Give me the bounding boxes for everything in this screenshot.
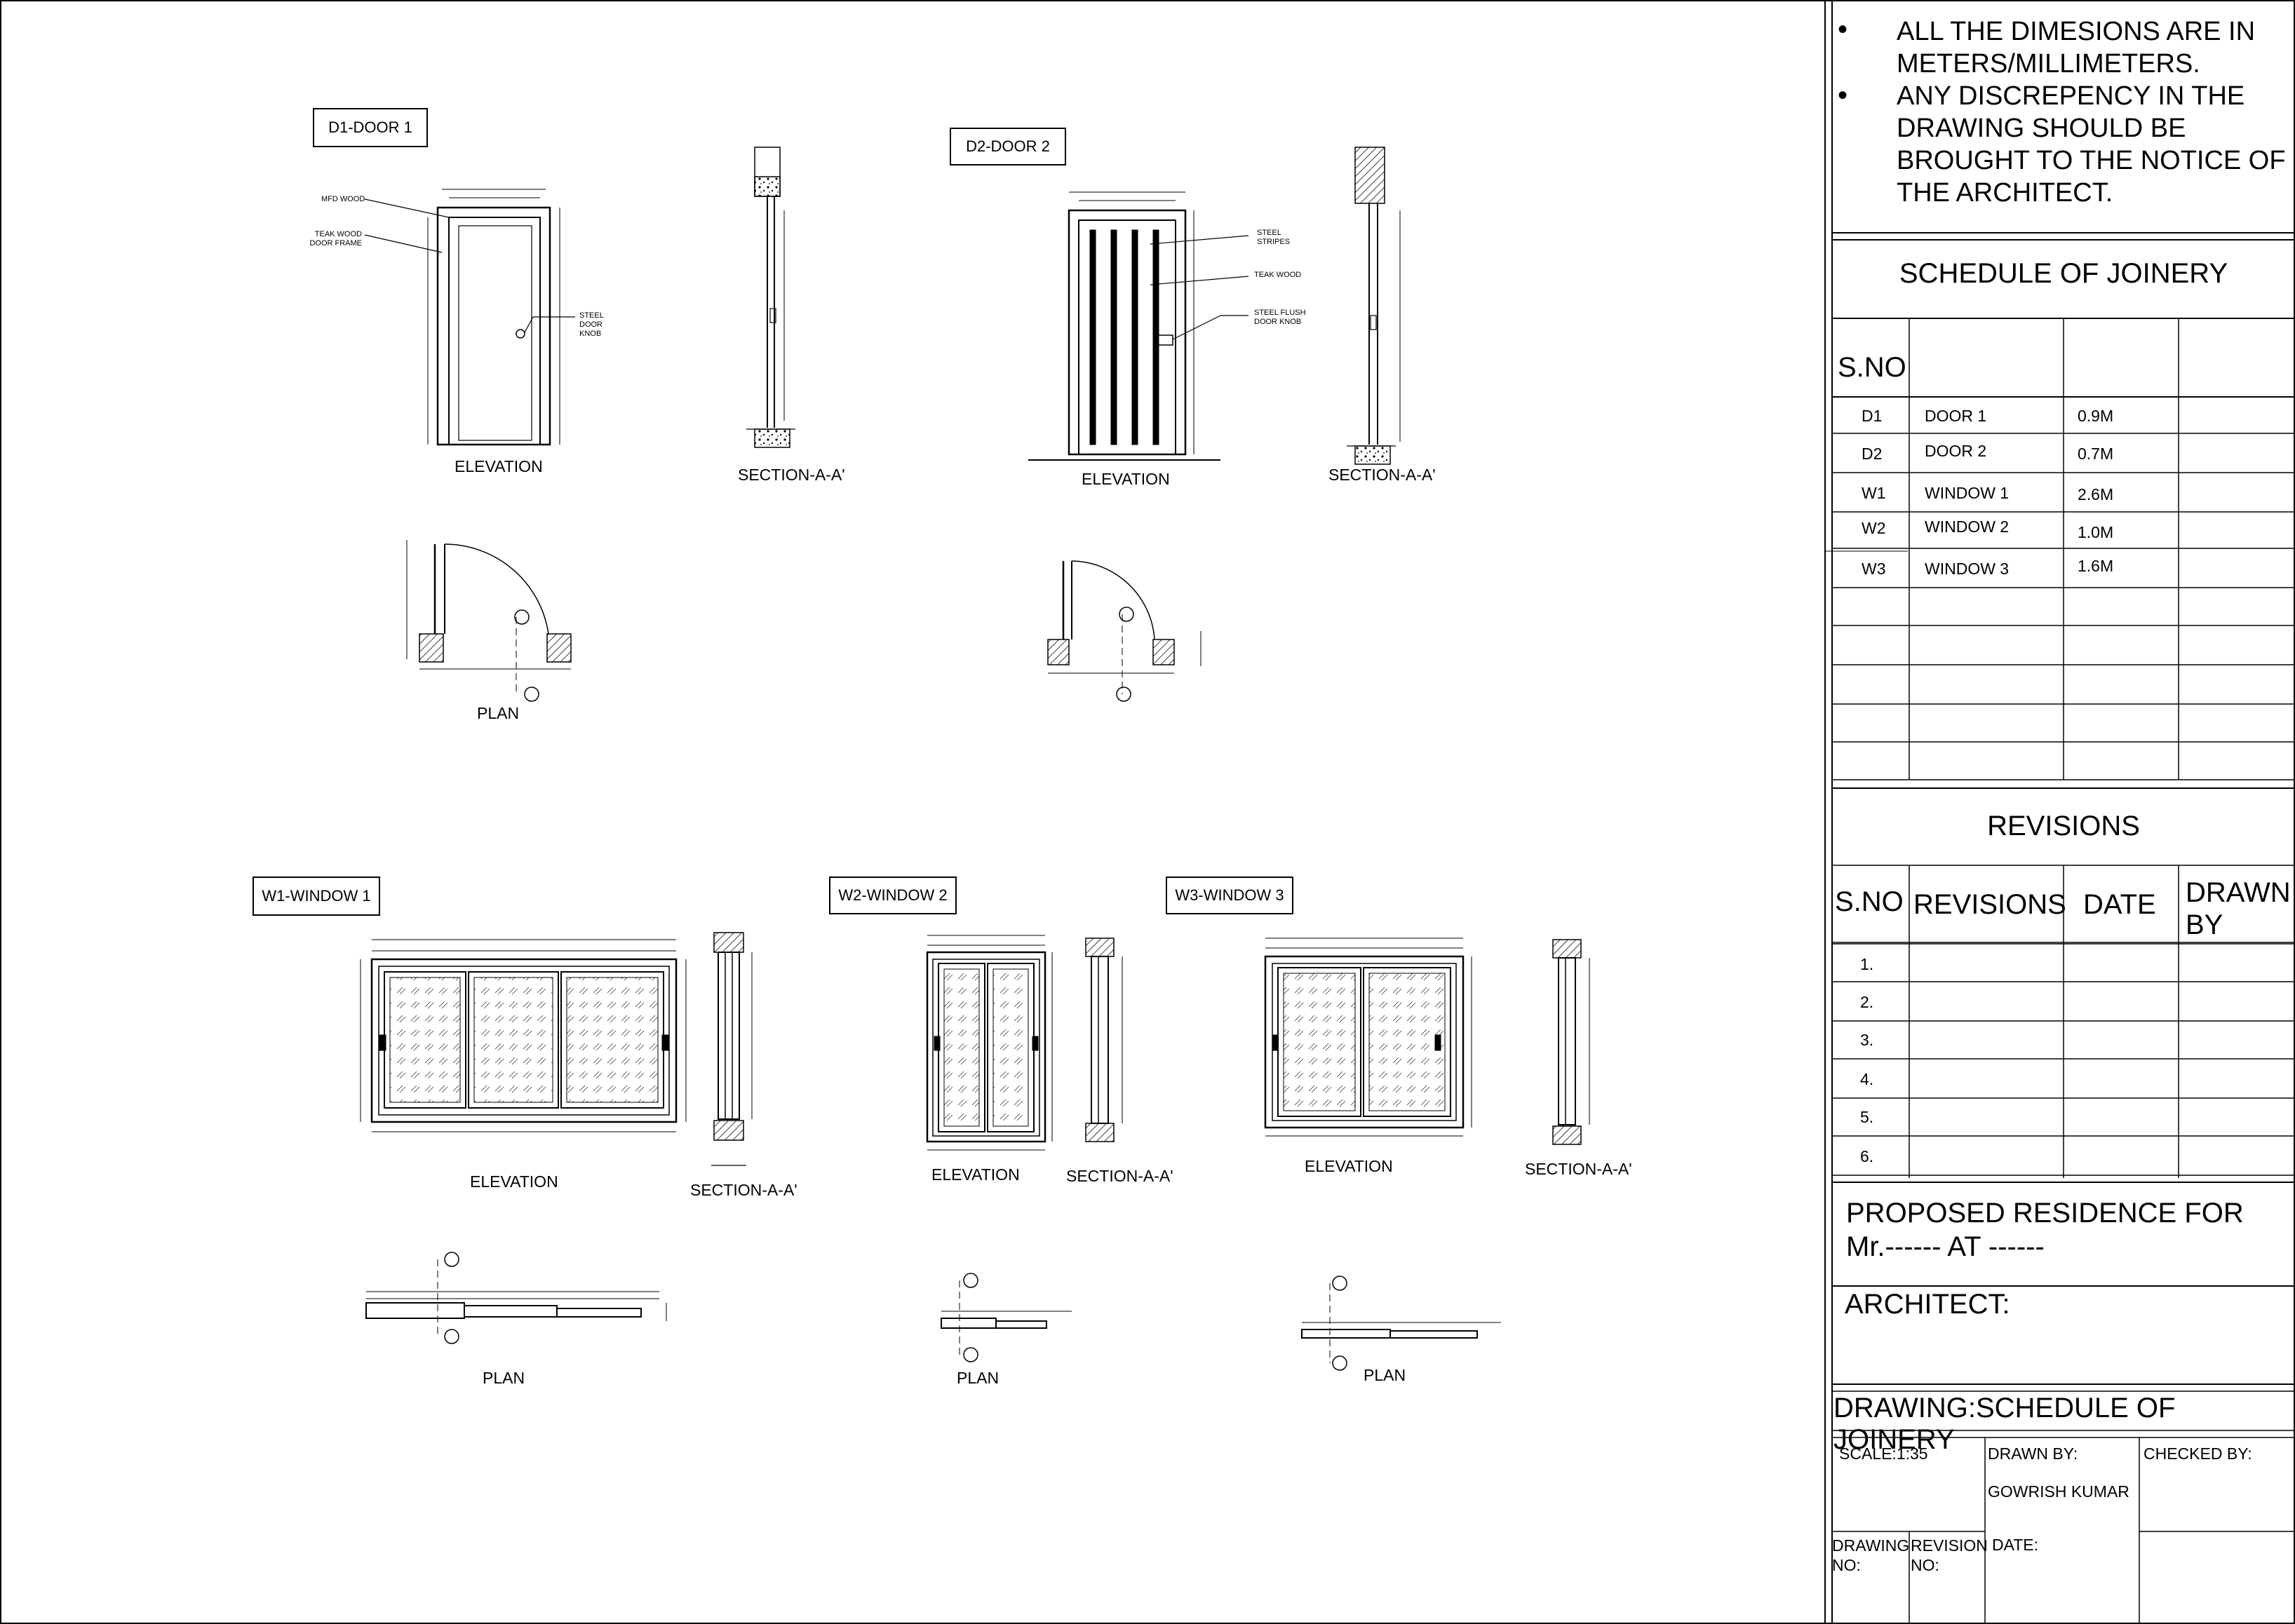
note-bullet-1: •: [1838, 14, 1848, 45]
revisions-header-drawn-by: DRAWN BY: [2186, 877, 2291, 940]
w2-section-label: SECTION-A-A': [1066, 1167, 1173, 1185]
revision-row-5: 5.: [1860, 1108, 1874, 1126]
w1-elevation-drawing: [360, 939, 687, 1132]
schedule-size-4: 1.0M: [2078, 523, 2114, 541]
d2-callout-teak: TEAK WOOD: [1254, 271, 1302, 279]
w3-elevation-label: ELEVATION: [1305, 1157, 1393, 1175]
d1-elevation-label: ELEVATION: [455, 457, 543, 475]
revisions-header-sno: S.NO: [1835, 886, 1904, 917]
d2-elevation-drawing: [1028, 191, 1249, 461]
note-2: ANY DISCREPENCY IN THE DRAWING SHOULD BE…: [1897, 81, 2286, 208]
note-bullet-2: •: [1838, 80, 1848, 111]
project-title-line2: Mr.------ AT ------: [1846, 1231, 2045, 1262]
revision-row-1: 1.: [1860, 955, 1874, 973]
schedule-code-5: W3: [1862, 560, 1886, 578]
schedule-name-1: DOOR 1: [1925, 407, 1987, 425]
w1-plan-label: PLAN: [483, 1369, 525, 1387]
drawn-by-label: DRAWN BY:: [1988, 1444, 2078, 1463]
d2-section-drawing: [1347, 147, 1401, 465]
d2-plan-drawing: [1047, 560, 1202, 702]
revisions-header-revisions: REVISIONS: [1913, 889, 2066, 920]
revision-row-4: 4.: [1860, 1070, 1874, 1088]
d2-elevation-label: ELEVATION: [1082, 470, 1170, 488]
date-label: DATE:: [1992, 1536, 2039, 1554]
schedule-code-3: W1: [1862, 484, 1886, 502]
d1-tag: D1-DOOR 1: [313, 108, 428, 147]
revision-no-label: REVISION NO:: [1911, 1536, 1988, 1574]
d1-callout-knob: STEEL DOOR KNOB: [579, 311, 604, 338]
schedule-size-2: 0.7M: [2078, 445, 2114, 463]
note-1: ALL THE DIMESIONS ARE IN METERS/MILLIMET…: [1897, 17, 2256, 79]
schedule-size-1: 0.9M: [2078, 407, 2114, 425]
w3-elevation-drawing: [1264, 938, 1472, 1137]
w1-section-drawing: [711, 932, 753, 1166]
drawing-title: DRAWING:SCHEDULE OF JOINERY: [1833, 1393, 2176, 1455]
architect-label: ARCHITECT:: [1845, 1289, 2010, 1320]
d1-plan-label: PLAN: [477, 704, 520, 722]
d2-tag: D2-DOOR 2: [950, 128, 1066, 165]
revisions-title: REVISIONS: [1987, 811, 2140, 841]
schedule-size-3: 2.6M: [2078, 485, 2114, 503]
schedule-name-3: WINDOW 1: [1925, 484, 2010, 502]
schedule-code-1: D1: [1862, 407, 1883, 425]
w1-elevation-label: ELEVATION: [470, 1172, 558, 1191]
w3-tag: W3-WINDOW 3: [1166, 877, 1293, 914]
revision-row-6: 6.: [1860, 1147, 1874, 1165]
w3-plan-label: PLAN: [1364, 1366, 1406, 1384]
d1-elevation-drawing: [364, 189, 575, 446]
w3-plan-drawing: [1301, 1275, 1501, 1371]
schedule-sno-header: S.NO: [1838, 352, 1906, 383]
w2-elevation-drawing: [926, 935, 1053, 1151]
drawn-by-name: GOWRISH KUMAR: [1988, 1482, 2129, 1501]
title-block-lines: [1824, 0, 2295, 1624]
w2-section-drawing: [1085, 938, 1123, 1142]
w3-section-drawing: [1552, 939, 1590, 1145]
revision-row-2: 2.: [1860, 993, 1874, 1011]
schedule-size-5: 1.6M: [2078, 557, 2114, 575]
w2-tag: W2-WINDOW 2: [829, 877, 957, 914]
project-title-line1: PROPOSED RESIDENCE FOR: [1846, 1198, 2244, 1229]
w2-elevation-label: ELEVATION: [931, 1165, 1020, 1184]
revision-row-3: 3.: [1860, 1031, 1874, 1049]
w1-tag: W1-WINDOW 1: [253, 877, 380, 916]
d2-section-label: SECTION-A-A': [1328, 466, 1436, 484]
checked-by-label: CHECKED BY:: [2143, 1444, 2252, 1463]
d1-callout-mfd-wood: MFD WOOD: [321, 195, 365, 203]
w3-section-label: SECTION-A-A': [1525, 1160, 1632, 1178]
schedule-title: SCHEDULE OF JOINERY: [1899, 258, 2228, 289]
d1-plan-drawing: [406, 540, 572, 702]
d1-section-drawing: [746, 147, 795, 448]
schedule-name-2: DOOR 2: [1925, 442, 1987, 460]
d2-callout-knob: STEEL FLUSH DOOR KNOB: [1254, 309, 1306, 326]
revisions-header-date: DATE: [2083, 889, 2156, 920]
w1-plan-drawing: [365, 1252, 667, 1344]
d1-section-label: SECTION-A-A': [738, 466, 845, 484]
scale-label: SCALE:1:35: [1839, 1444, 1928, 1463]
schedule-code-2: D2: [1862, 445, 1883, 463]
w1-section-label: SECTION-A-A': [690, 1181, 797, 1199]
d1-callout-frame: TEAK WOOD DOOR FRAME: [309, 230, 362, 248]
schedule-name-4: WINDOW 2: [1925, 517, 2010, 536]
w2-plan-label: PLAN: [957, 1369, 1000, 1387]
schedule-code-4: W2: [1862, 519, 1886, 537]
d2-callout-stripes: STEEL STRIPES: [1257, 229, 1291, 246]
schedule-name-5: WINDOW 3: [1925, 560, 2010, 578]
drawing-no-label: DRAWING NO:: [1832, 1536, 1910, 1574]
w2-plan-drawing: [941, 1273, 1072, 1362]
